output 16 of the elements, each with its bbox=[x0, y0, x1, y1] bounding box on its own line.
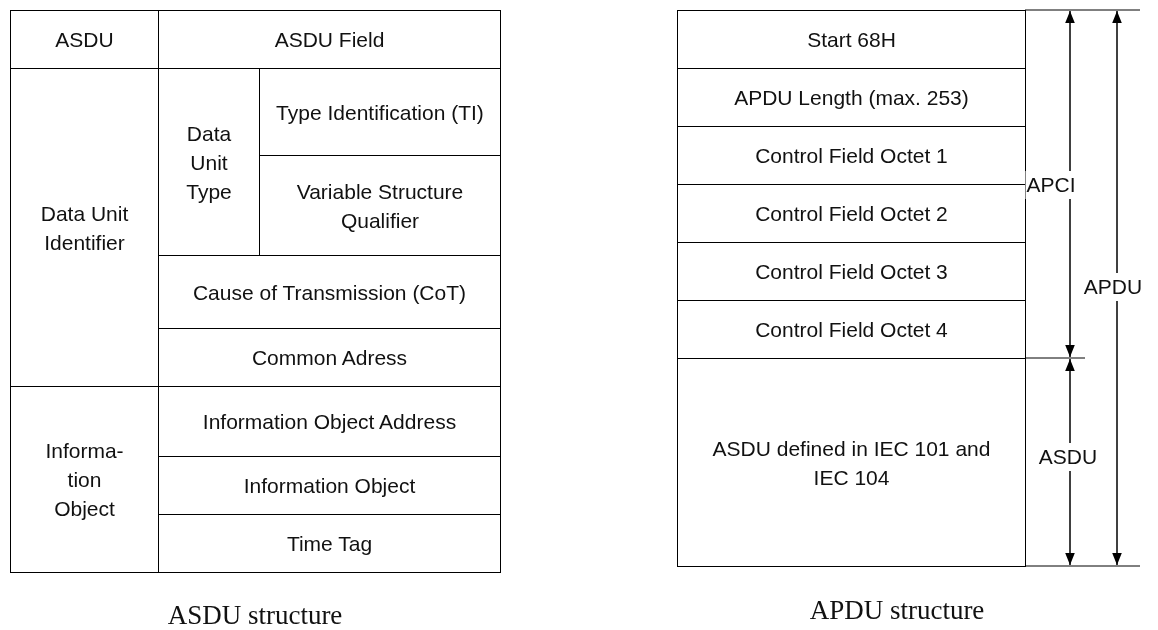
field-cell: ASDU Field bbox=[158, 10, 501, 69]
field-cell: Start 68H bbox=[677, 10, 1026, 69]
caption: APDU structure bbox=[809, 594, 985, 626]
field-cell: Informa- tion Object bbox=[10, 386, 159, 573]
field-cell: Control Field Octet 4 bbox=[677, 300, 1026, 359]
field-cell: ASDU defined in IEC 101 and IEC 104 bbox=[677, 358, 1026, 567]
field-cell: Control Field Octet 3 bbox=[677, 242, 1026, 301]
dimension-label: ASDU bbox=[1037, 443, 1099, 471]
field-cell: Control Field Octet 1 bbox=[677, 126, 1026, 185]
field-cell: APDU Length (max. 253) bbox=[677, 68, 1026, 127]
caption: ASDU structure bbox=[167, 599, 343, 630]
field-cell: Time Tag bbox=[158, 514, 501, 573]
field-cell: Control Field Octet 2 bbox=[677, 184, 1026, 243]
dimension-label: APCI bbox=[1025, 171, 1077, 199]
dimension-label: APDU bbox=[1082, 273, 1144, 301]
field-cell: ASDU bbox=[10, 10, 159, 69]
